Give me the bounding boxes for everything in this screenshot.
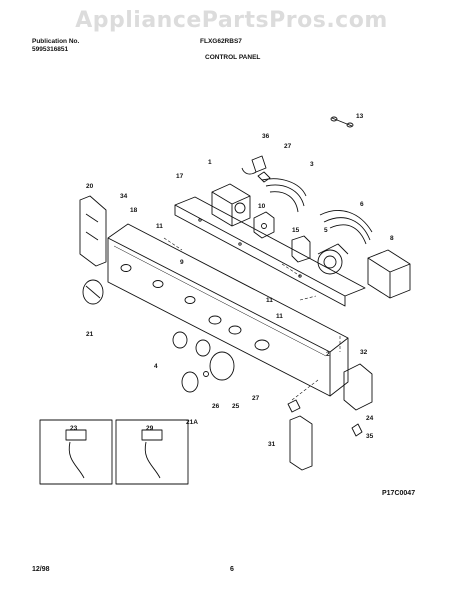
publication-number: 5995316851 xyxy=(32,46,69,53)
callout-11c: 11 xyxy=(276,313,283,320)
clip-24 xyxy=(287,399,301,413)
knobs-4 xyxy=(172,331,211,357)
callout-31: 31 xyxy=(268,441,276,448)
callout-6: 6 xyxy=(360,201,364,208)
callout-32: 32 xyxy=(360,349,368,356)
section-title: CONTROL PANEL xyxy=(205,54,261,61)
control-console xyxy=(107,223,349,397)
callout-1: 1 xyxy=(208,159,212,166)
callout-27: 27 xyxy=(284,143,292,150)
harness-insert-29 xyxy=(115,419,189,485)
module-8 xyxy=(367,249,411,299)
pressure-switch-5 xyxy=(317,243,349,275)
callout-27b: 27 xyxy=(252,395,260,402)
callout-23: 23 xyxy=(70,425,78,432)
callout-21a: 21A xyxy=(186,419,198,426)
callout-17: 17 xyxy=(176,173,184,180)
callout-36: 36 xyxy=(262,133,270,140)
callout-24: 24 xyxy=(366,415,374,422)
callout-8: 8 xyxy=(390,235,394,242)
bracket-32 xyxy=(343,363,373,411)
knob-21 xyxy=(82,279,104,305)
wire-harness-3 xyxy=(257,171,307,213)
watermark: AppliancePartsPros.com xyxy=(75,8,388,33)
wire-harness-6 xyxy=(319,210,373,245)
callout-11: 11 xyxy=(156,223,163,230)
timer xyxy=(211,183,251,227)
callout-25: 25 xyxy=(232,403,240,410)
callout-20: 20 xyxy=(86,183,94,190)
harness-insert-23 xyxy=(39,419,113,485)
rear-panel xyxy=(174,196,366,307)
callout-11b: 11 xyxy=(266,297,273,304)
bracket-31 xyxy=(289,415,313,471)
screw-35 xyxy=(351,423,363,437)
callout-4: 4 xyxy=(154,363,158,370)
callout-9: 9 xyxy=(180,259,184,266)
switch-10 xyxy=(253,211,275,239)
figure-code: P17C0047 xyxy=(382,490,416,497)
knob-21a xyxy=(181,371,199,393)
page-number: 6 xyxy=(230,566,234,573)
spring-26 xyxy=(203,371,209,377)
connector-36 xyxy=(241,155,267,175)
publication-label: Publication No. xyxy=(32,38,80,45)
callout-5: 5 xyxy=(324,227,328,234)
callout-29: 29 xyxy=(146,425,154,432)
callout-35: 35 xyxy=(366,433,374,440)
model-number: FLXG62RBS7 xyxy=(200,38,242,45)
callout-21: 21 xyxy=(86,331,94,338)
callout-26: 26 xyxy=(212,403,220,410)
callout-34: 34 xyxy=(120,193,128,200)
callout-18: 18 xyxy=(130,207,138,214)
callout-2: 2 xyxy=(326,351,330,358)
sensor-13 xyxy=(330,116,354,128)
callout-10: 10 xyxy=(258,203,266,210)
switch-15 xyxy=(291,235,311,263)
knob-25 xyxy=(209,351,235,381)
callout-13: 13 xyxy=(356,113,364,120)
callout-3: 3 xyxy=(310,161,314,168)
end-cap-20 xyxy=(79,195,107,267)
footer-date: 12/98 xyxy=(32,566,50,573)
callout-15: 15 xyxy=(292,227,300,234)
